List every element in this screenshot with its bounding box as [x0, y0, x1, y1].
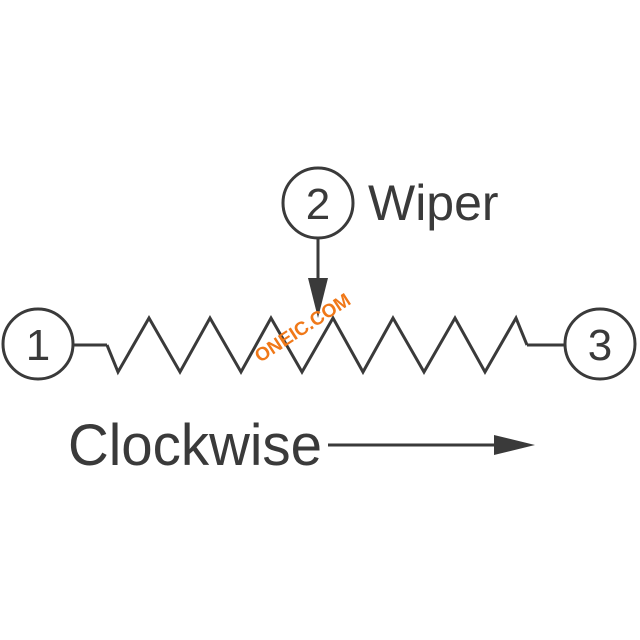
clockwise-arrow: [328, 435, 535, 455]
pin-2-terminal: 2: [281, 166, 355, 240]
wiper-arrow: [308, 238, 328, 318]
wiper-label: Wiper: [368, 175, 499, 231]
pin-1-terminal: 1: [1, 307, 75, 381]
resistor-zigzag: [105, 314, 529, 376]
pin-3-circle: [563, 307, 637, 381]
clockwise-arrow-head: [494, 435, 535, 455]
pin-3-number: 3: [588, 321, 612, 370]
pin-1-number: 1: [26, 321, 50, 370]
clockwise-label: Clockwise: [68, 413, 322, 478]
pin-2-number: 2: [306, 180, 330, 229]
pin-3-terminal: 3: [563, 307, 637, 381]
wiper-arrow-head: [308, 278, 328, 318]
